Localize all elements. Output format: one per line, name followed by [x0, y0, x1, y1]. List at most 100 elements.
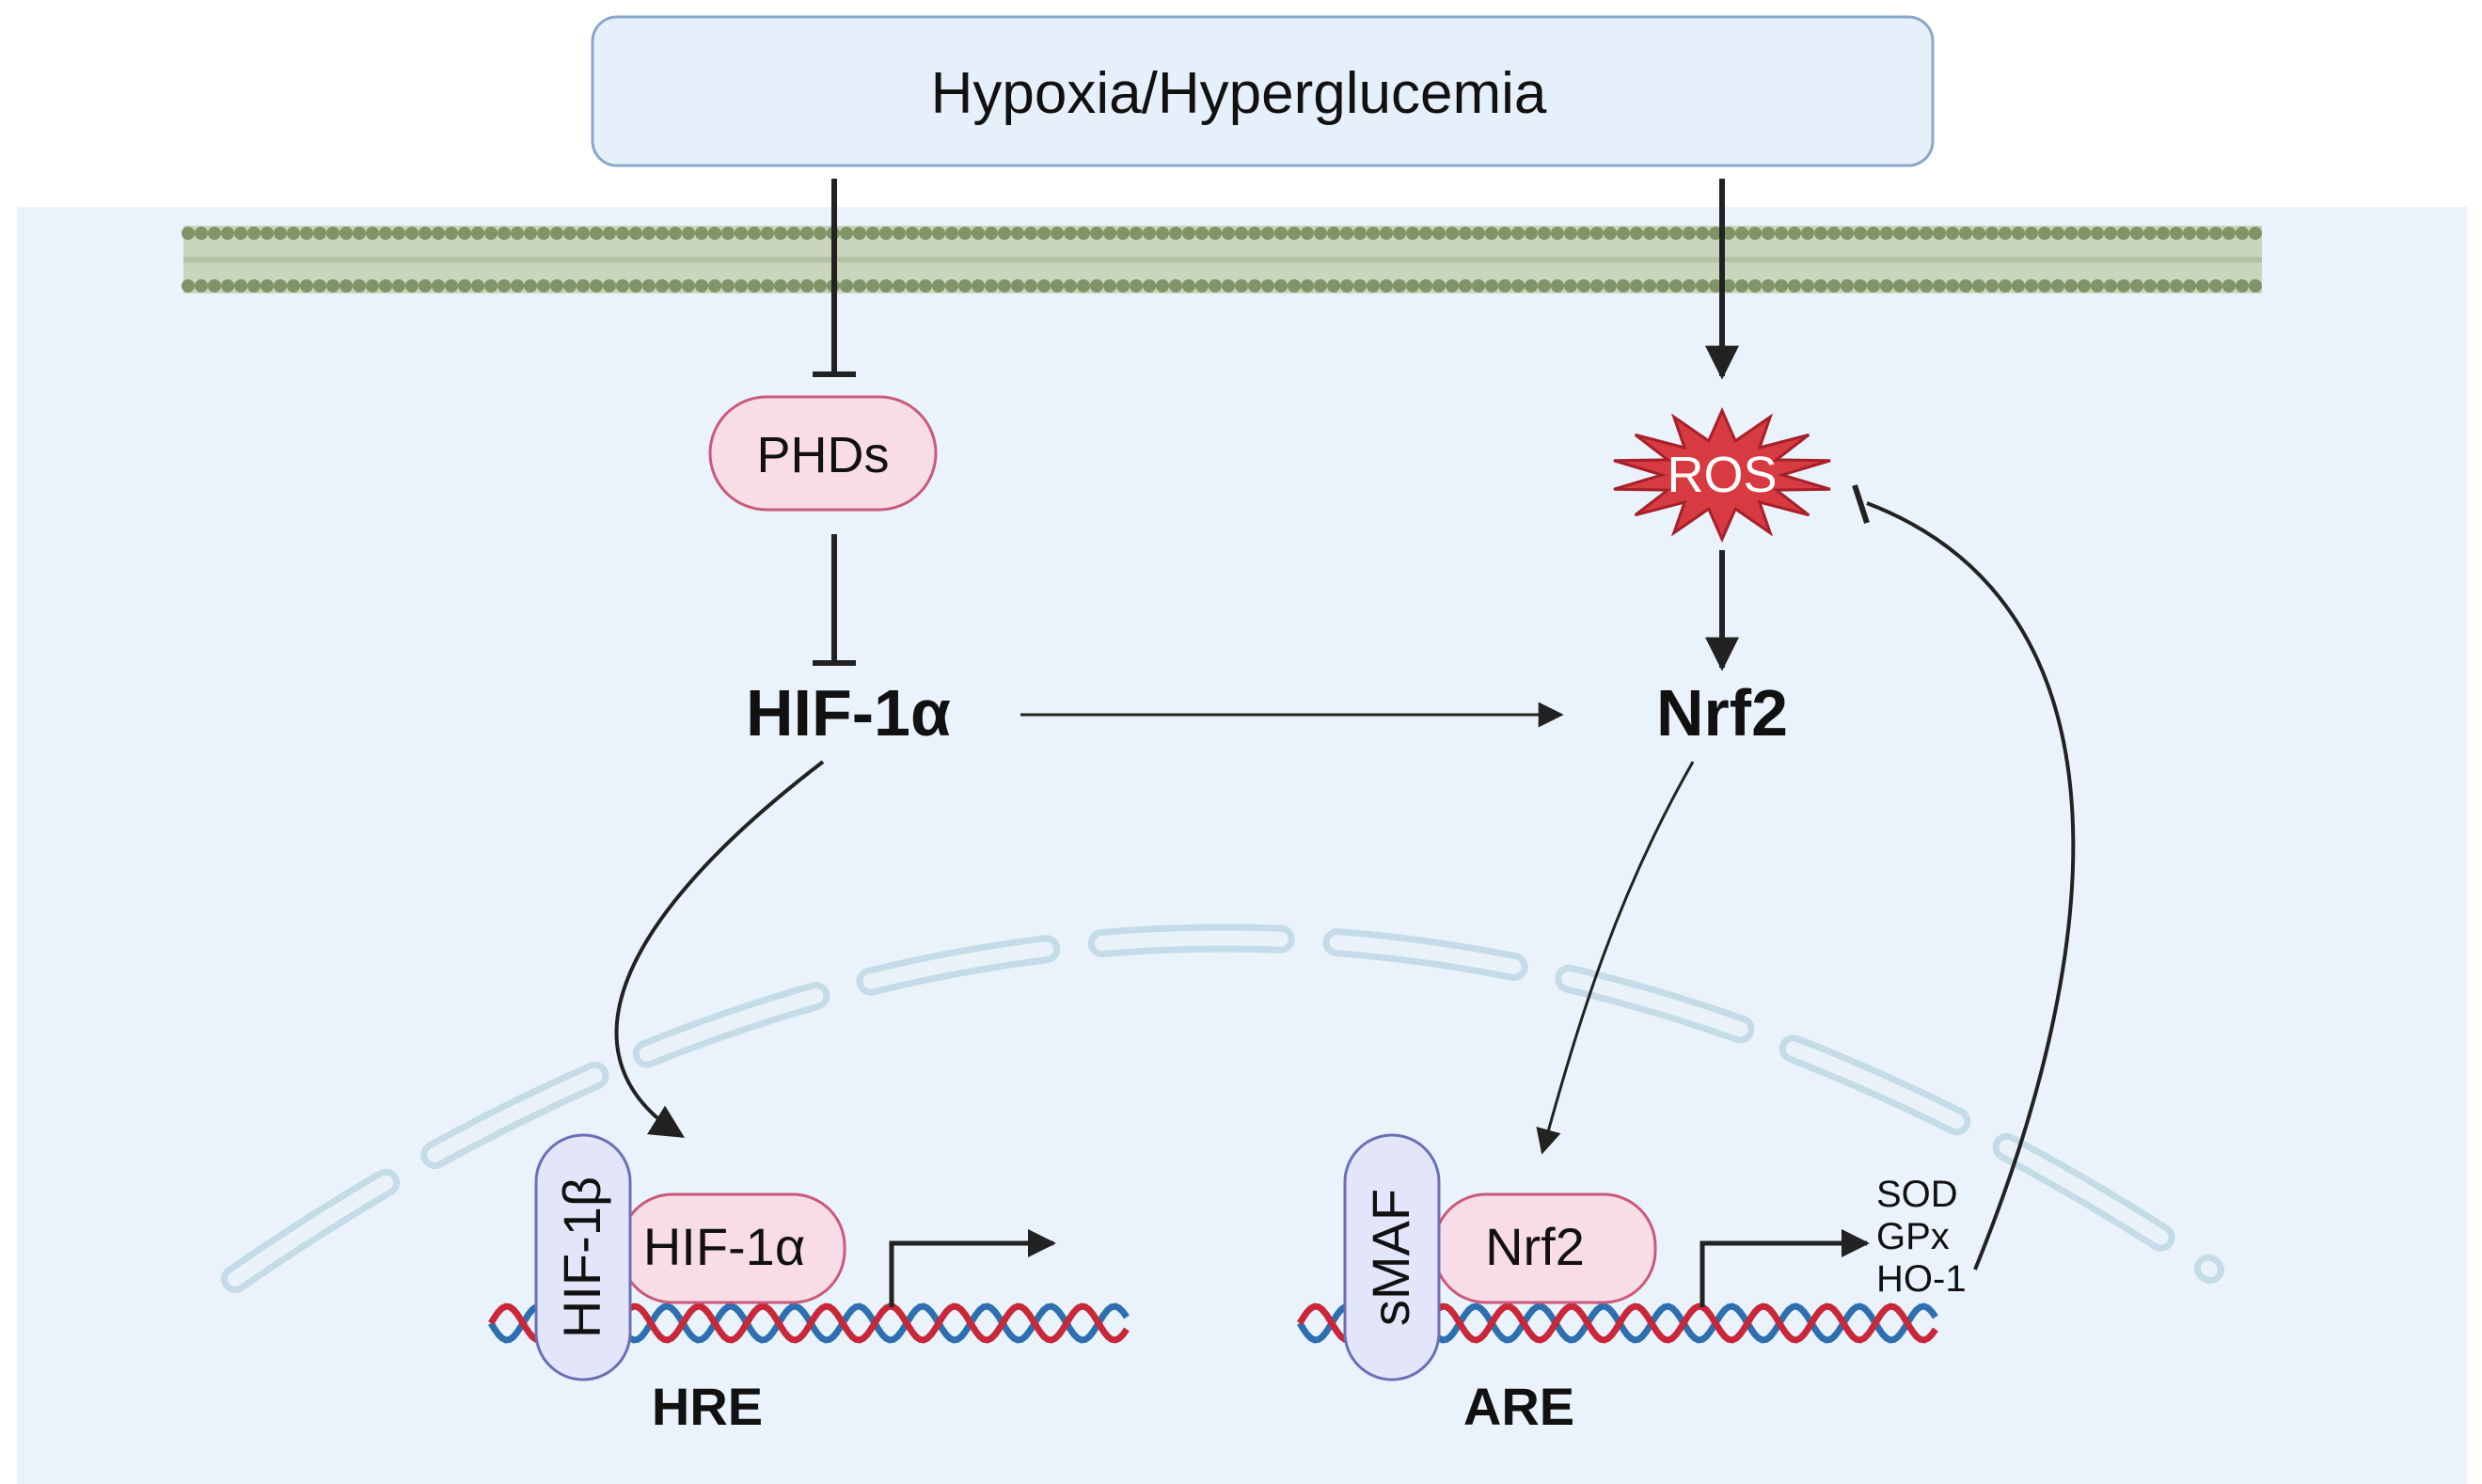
membrane-bead — [274, 279, 287, 292]
membrane-bead — [866, 279, 879, 292]
membrane-bead — [419, 227, 432, 240]
membrane-bead — [1353, 279, 1367, 292]
membrane-bead — [800, 227, 814, 240]
membrane-bead — [484, 227, 498, 240]
membrane-bead — [1274, 279, 1288, 292]
membrane-bead — [2183, 227, 2196, 240]
membrane-bead — [2143, 279, 2157, 292]
membrane-bead — [1261, 227, 1274, 240]
membrane-bead — [1169, 227, 1182, 240]
membrane-bead — [1854, 227, 1867, 240]
membrane-bead — [1301, 227, 1314, 240]
membrane-bead — [1577, 227, 1590, 240]
phds-label: PHDs — [756, 427, 889, 483]
membrane-bead — [1051, 279, 1064, 292]
membrane-bead — [326, 227, 340, 240]
membrane-bead — [708, 227, 721, 240]
membrane-bead — [2117, 227, 2130, 240]
membrane-bead — [2130, 279, 2143, 292]
membrane-bead — [1985, 227, 1999, 240]
membrane-bead — [577, 279, 590, 292]
membrane-bead — [1406, 279, 1419, 292]
membrane-bead — [2064, 227, 2078, 240]
membrane-bead — [1525, 279, 1538, 292]
membrane-bead — [392, 227, 405, 240]
membrane-bead — [458, 279, 471, 292]
membrane-bead — [247, 227, 261, 240]
membrane-bead — [1419, 279, 1432, 292]
membrane-bead — [1511, 227, 1525, 240]
membrane-bead — [1525, 227, 1538, 240]
membrane-bead — [1090, 227, 1103, 240]
membrane-bead — [735, 227, 748, 240]
membrane-bead — [563, 279, 577, 292]
ros-burst — [1613, 406, 1831, 544]
membrane-bead — [1867, 279, 1880, 292]
nrf2-bound-label: Nrf2 — [1485, 1217, 1585, 1276]
membrane-bead — [853, 227, 866, 240]
membrane-bead — [1446, 227, 1459, 240]
membrane-bead — [1709, 227, 1722, 240]
membrane-bead — [2236, 227, 2249, 240]
membrane-bead — [735, 279, 748, 292]
membrane-bead — [945, 279, 958, 292]
membrane-bead — [972, 227, 985, 240]
nrf2-label: Nrf2 — [1656, 676, 1788, 750]
membrane-bead — [537, 279, 550, 292]
membrane-bead — [1143, 227, 1156, 240]
membrane-bead — [1920, 279, 1933, 292]
membrane-bead — [1775, 279, 1788, 292]
membrane-bead — [1195, 279, 1209, 292]
membrane-bead — [985, 279, 998, 292]
membrane-bead — [1564, 279, 1577, 292]
membrane-bead — [656, 279, 669, 292]
cell-membrane — [182, 226, 2262, 293]
membrane-bead — [2222, 279, 2236, 292]
membrane-bead — [603, 279, 616, 292]
membrane-bead — [2051, 227, 2064, 240]
membrane-bead — [1696, 279, 1709, 292]
membrane-bead — [603, 227, 616, 240]
membrane-bead — [1946, 227, 1959, 240]
membrane-bead — [695, 279, 708, 292]
membrane-bead — [1380, 227, 1393, 240]
membrane-bead — [800, 279, 814, 292]
membrane-bead — [1116, 279, 1130, 292]
membrane-bead — [1656, 279, 1669, 292]
membrane-bead — [2038, 227, 2051, 240]
membrane-bead — [1801, 279, 1814, 292]
membrane-bead — [2143, 227, 2157, 240]
membrane-bead — [1156, 279, 1169, 292]
membrane-bead — [1103, 279, 1116, 292]
membrane-bead — [1617, 279, 1630, 292]
membrane-bead — [1538, 279, 1551, 292]
membrane-bead — [2249, 227, 2262, 240]
membrane-bead — [1327, 227, 1340, 240]
membrane-bead — [748, 227, 761, 240]
membrane-bead — [1933, 227, 1946, 240]
membrane-bead — [326, 279, 340, 292]
membrane-bead — [182, 279, 195, 292]
membrane-bead — [1722, 279, 1735, 292]
membrane-bead — [432, 279, 445, 292]
membrane-bead — [1604, 279, 1617, 292]
membrane-bead — [1959, 279, 1972, 292]
feedback-inhibition — [1866, 501, 2076, 1271]
membrane-bead — [484, 279, 498, 292]
membrane-bead — [1485, 279, 1498, 292]
membrane-bead — [511, 227, 524, 240]
membrane-bead — [1933, 279, 1946, 292]
membrane-bead — [1867, 227, 1880, 240]
membrane-bead — [1051, 227, 1064, 240]
membrane-bead — [1182, 279, 1195, 292]
membrane-bead — [932, 279, 945, 292]
membrane-bead — [313, 227, 326, 240]
membrane-bead — [1683, 279, 1696, 292]
membrane-bead — [774, 227, 787, 240]
membrane-bead — [629, 279, 642, 292]
membrane-bead — [1130, 227, 1143, 240]
membrane-bead — [1893, 279, 1906, 292]
membrane-bead — [642, 279, 656, 292]
membrane-bead — [2078, 279, 2091, 292]
